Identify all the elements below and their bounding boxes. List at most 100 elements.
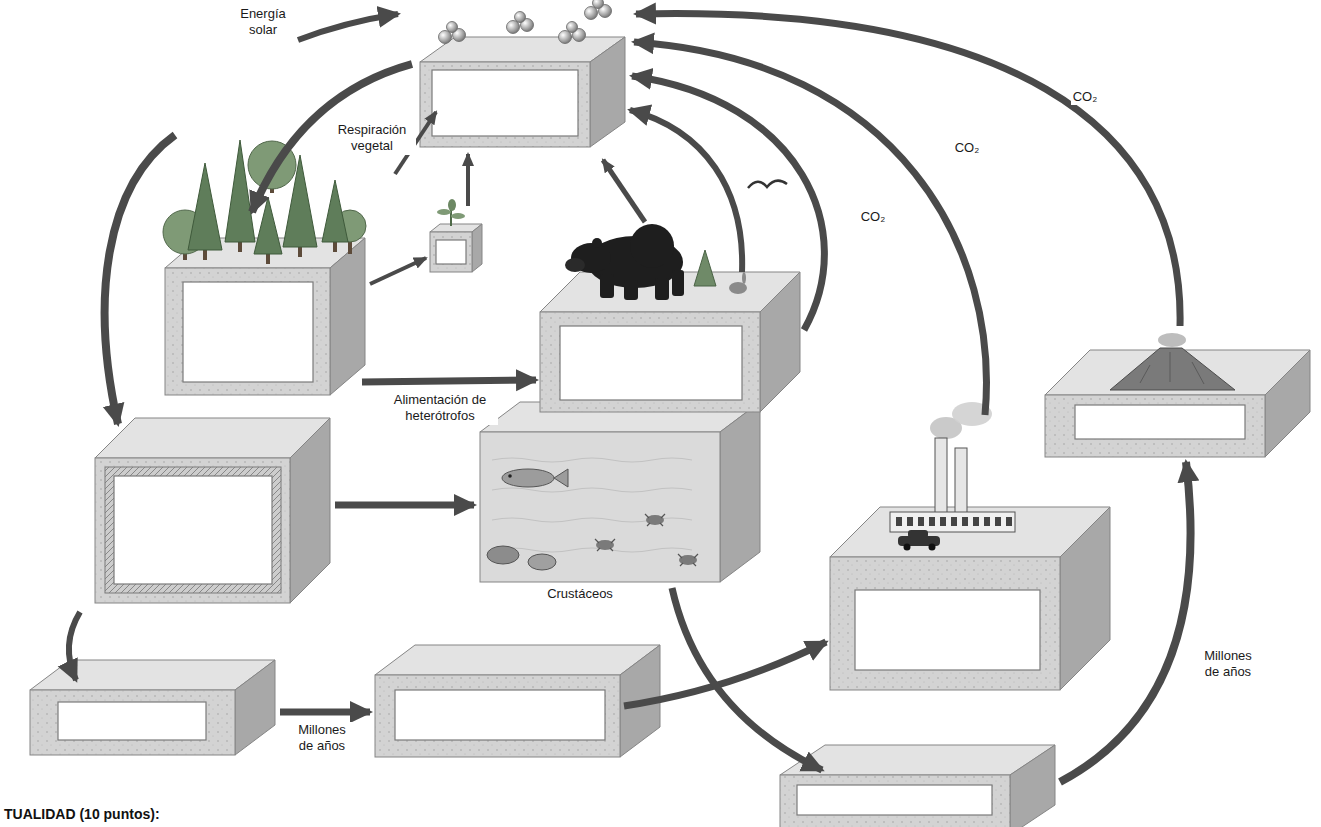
- crustacean: [596, 540, 614, 550]
- factory: [890, 402, 1015, 551]
- block-side-face: [760, 272, 800, 412]
- organism-label: Crustáceos: [545, 586, 615, 602]
- factory-window: [896, 517, 902, 526]
- detritus-block: [95, 418, 330, 603]
- plant-leaf: [448, 199, 456, 211]
- fish-body: [502, 469, 554, 487]
- blank-answer-box: [183, 282, 313, 382]
- process-label: Alimentación de heterótrofos: [382, 392, 498, 425]
- rock-arrow: [1060, 462, 1191, 782]
- stone: [487, 546, 519, 564]
- gas-label: CO₂: [859, 209, 888, 225]
- time-label: Millones de años: [1195, 648, 1261, 681]
- conifer: [283, 155, 317, 247]
- crustacean-legs: [645, 514, 665, 526]
- co2-arrow: [632, 76, 824, 330]
- fossil-arrow: [280, 709, 370, 716]
- detritus-arrow: [335, 502, 474, 509]
- aquatic-block: [480, 402, 760, 582]
- block-side-face: [290, 418, 330, 603]
- block-front-face: [95, 458, 290, 603]
- feeding-arrow: [362, 380, 536, 382]
- conifer: [188, 163, 222, 250]
- bear-snout: [565, 258, 585, 272]
- atom: [593, 0, 604, 9]
- arrow-layer: [69, 14, 1191, 782]
- crustacean-legs: [595, 539, 615, 551]
- plant-leaf: [437, 209, 451, 215]
- rabbit-ear: [742, 272, 746, 284]
- volcano-ash: [1158, 333, 1186, 347]
- block-side-face: [1060, 507, 1110, 690]
- block-front-face: [165, 268, 330, 395]
- plant-arrow: [370, 258, 426, 284]
- bear: [565, 224, 684, 300]
- water-line: [492, 488, 692, 492]
- block-top-face: [95, 418, 330, 458]
- factory-window: [918, 517, 924, 526]
- blank-answer-box: [1075, 405, 1245, 439]
- block-side-face: [720, 402, 760, 582]
- blank-answer-box: [560, 326, 742, 400]
- block-side-face: [472, 224, 482, 272]
- block-front-face: [540, 312, 760, 412]
- bear-leg: [655, 278, 669, 300]
- factory-window: [951, 517, 957, 526]
- block-front-face: [420, 62, 590, 147]
- atom: [447, 22, 458, 33]
- small-plant: [437, 199, 465, 226]
- car-wheel: [904, 544, 911, 551]
- aquatic-life: [487, 458, 698, 570]
- crustacean: [679, 555, 697, 565]
- block-front-face: [830, 557, 1060, 690]
- conifer: [225, 140, 255, 242]
- blank-answer-box: [436, 240, 466, 264]
- chimney: [955, 448, 967, 514]
- chimney: [935, 438, 947, 514]
- bird: [748, 181, 787, 188]
- volcano-texture: [1140, 352, 1204, 384]
- co2-arrow: [634, 42, 986, 415]
- atom: [585, 7, 598, 20]
- hatched-border: [105, 467, 281, 593]
- fish-tail: [554, 469, 568, 487]
- factory-window: [995, 517, 1001, 526]
- sediment-block: [30, 660, 275, 755]
- factory-window: [962, 517, 968, 526]
- volcano: [1110, 333, 1235, 390]
- solar-arrow: [298, 14, 398, 40]
- blank-answer-box: [855, 590, 1040, 670]
- plant-respiration-arrow: [466, 154, 470, 206]
- block-side-face: [590, 37, 625, 147]
- co2-arrow: [630, 110, 742, 272]
- small-tree: [694, 250, 716, 286]
- factory-window: [984, 517, 990, 526]
- energy-label: Energía solar: [229, 6, 297, 39]
- forest-trees: [163, 140, 366, 264]
- factory-window: [929, 517, 935, 526]
- industry-block: [830, 507, 1110, 690]
- bear-ear: [592, 238, 602, 248]
- block-side-face: [1265, 350, 1310, 457]
- factory-window: [973, 517, 979, 526]
- block-front-face: [430, 232, 472, 272]
- bear-leg: [600, 274, 614, 298]
- block-front-face: [480, 432, 720, 582]
- co2-molecule: [507, 12, 534, 34]
- blank-answer-box: [58, 702, 206, 740]
- fossil-block: [375, 645, 660, 757]
- decomposition-arrow: [105, 135, 175, 424]
- water-line: [492, 548, 692, 552]
- factory-window: [940, 517, 946, 526]
- block-top-face: [30, 660, 275, 690]
- section-heading: TUALIDAD (10 puntos):: [2, 806, 162, 824]
- rock-block: [780, 745, 1055, 827]
- factory-building: [890, 512, 1015, 532]
- block-layer: [30, 37, 1310, 827]
- co2-molecule: [439, 22, 466, 44]
- block-front-face: [1045, 395, 1265, 457]
- block-side-face: [235, 660, 275, 755]
- fish-eye: [508, 474, 512, 478]
